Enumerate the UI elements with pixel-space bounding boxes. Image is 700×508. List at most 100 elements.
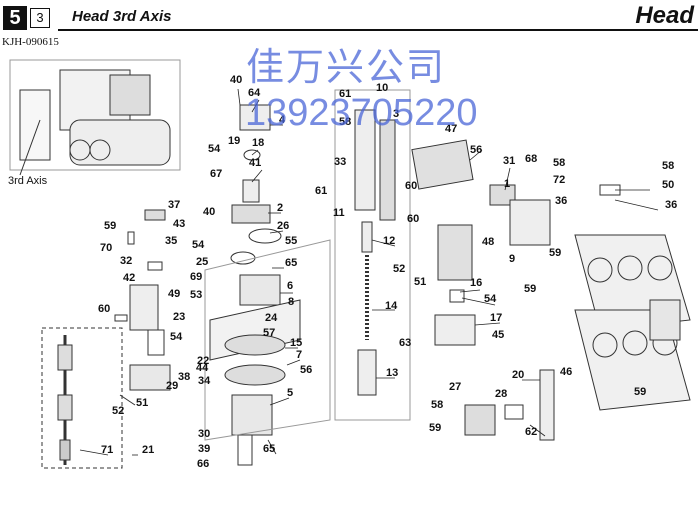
callout-41: 41 [249, 157, 261, 169]
center-assembly [204, 104, 331, 466]
callout-49: 49 [168, 288, 180, 300]
callout-60: 60 [407, 213, 419, 225]
motor-48 [434, 224, 476, 346]
callout-69: 69 [190, 271, 202, 283]
callout-44: 44 [196, 362, 209, 374]
callout-18: 18 [252, 137, 264, 149]
callout-10: 10 [376, 82, 388, 94]
callout-37: 37 [168, 199, 180, 211]
callout-17: 17 [490, 312, 502, 324]
callout-59: 59 [524, 283, 536, 295]
callout-57: 57 [263, 327, 275, 339]
lower-right-parts [464, 369, 555, 441]
right-base-plates [574, 184, 691, 411]
callout-43: 43 [173, 218, 185, 230]
chapter-number: 5 [3, 6, 27, 30]
inset-machine-sketch [9, 59, 181, 176]
motor-47 [411, 139, 551, 246]
callout-13: 13 [386, 367, 398, 379]
callout-28: 28 [495, 388, 507, 400]
callout-62: 62 [525, 426, 537, 438]
callout-31: 31 [503, 155, 515, 167]
callout-59: 59 [549, 247, 561, 259]
callout-1: 1 [504, 178, 510, 190]
callout-33: 33 [334, 156, 346, 168]
watermark-company: 佳万兴公司 [246, 45, 447, 89]
callout-19: 19 [228, 135, 240, 147]
callout-58: 58 [662, 160, 674, 172]
callout-59: 59 [429, 422, 441, 434]
callout-38: 38 [178, 371, 190, 383]
callout-55: 55 [285, 235, 297, 247]
callout-4: 4 [279, 114, 286, 126]
callout-3: 3 [393, 108, 399, 120]
callout-24: 24 [265, 312, 278, 324]
callout-23: 23 [173, 311, 185, 323]
callout-54: 54 [208, 143, 221, 155]
callout-27: 27 [449, 381, 461, 393]
callout-56: 56 [470, 144, 482, 156]
left-parts [114, 209, 171, 406]
callout-66: 66 [197, 458, 209, 470]
callout-65: 65 [263, 443, 275, 455]
callout-42: 42 [123, 272, 135, 284]
callout-11: 11 [333, 207, 345, 219]
callout-48: 48 [482, 236, 494, 248]
callout-54: 54 [170, 331, 183, 343]
callout-25: 25 [196, 256, 208, 268]
callout-59: 59 [104, 220, 116, 232]
header-rule [58, 29, 698, 31]
callout-5: 5 [287, 387, 293, 399]
callout-64: 64 [248, 87, 261, 99]
callout-60: 60 [405, 180, 417, 192]
callout-54: 54 [192, 239, 205, 251]
callout-36: 36 [555, 195, 567, 207]
callout-26: 26 [277, 220, 289, 232]
callout-58: 58 [431, 399, 443, 411]
callout-51: 51 [414, 276, 426, 288]
section-title: Head [635, 2, 694, 29]
callout-59: 59 [634, 386, 646, 398]
callout-39: 39 [198, 443, 210, 455]
callout-58: 58 [339, 116, 351, 128]
callout-22: 22 [197, 355, 209, 367]
page-header: 5 3 Head 3rd Axis Head [0, 0, 700, 36]
callout-68: 68 [525, 153, 537, 165]
callout-7: 7 [296, 349, 302, 361]
callout-63: 63 [399, 337, 411, 349]
callout-61: 61 [339, 88, 351, 100]
linear-axis [334, 89, 411, 421]
callout-50: 50 [662, 179, 674, 191]
callout-21: 21 [142, 444, 154, 456]
leader-lines [79, 88, 659, 456]
callout-12: 12 [383, 235, 395, 247]
inset-label: 3rd Axis [8, 175, 48, 187]
watermark-phone: 13923705220 [245, 92, 478, 134]
callout-14: 14 [385, 300, 398, 312]
callout-52: 52 [112, 405, 124, 417]
callout-35: 35 [165, 235, 177, 247]
callout-16: 16 [470, 277, 482, 289]
callout-54: 54 [484, 293, 497, 305]
callout-20: 20 [512, 369, 524, 381]
callout-60: 60 [98, 303, 110, 315]
callout-6: 6 [287, 280, 293, 292]
callout-2: 2 [277, 202, 283, 214]
callout-34: 34 [198, 375, 211, 387]
callout-58: 58 [553, 157, 565, 169]
shaft-detail [41, 327, 123, 469]
callout-8: 8 [288, 296, 294, 308]
callout-32: 32 [120, 255, 132, 267]
callout-15: 15 [290, 337, 302, 349]
callout-30: 30 [198, 428, 210, 440]
callout-29: 29 [166, 380, 178, 392]
callout-71: 71 [101, 444, 113, 456]
callout-61: 61 [315, 185, 327, 197]
callout-70: 70 [100, 242, 112, 254]
callout-45: 45 [492, 329, 504, 341]
callout-40: 40 [230, 74, 242, 86]
callout-72: 72 [553, 174, 565, 186]
callout-65: 65 [285, 257, 297, 269]
callout-47: 47 [445, 123, 457, 135]
